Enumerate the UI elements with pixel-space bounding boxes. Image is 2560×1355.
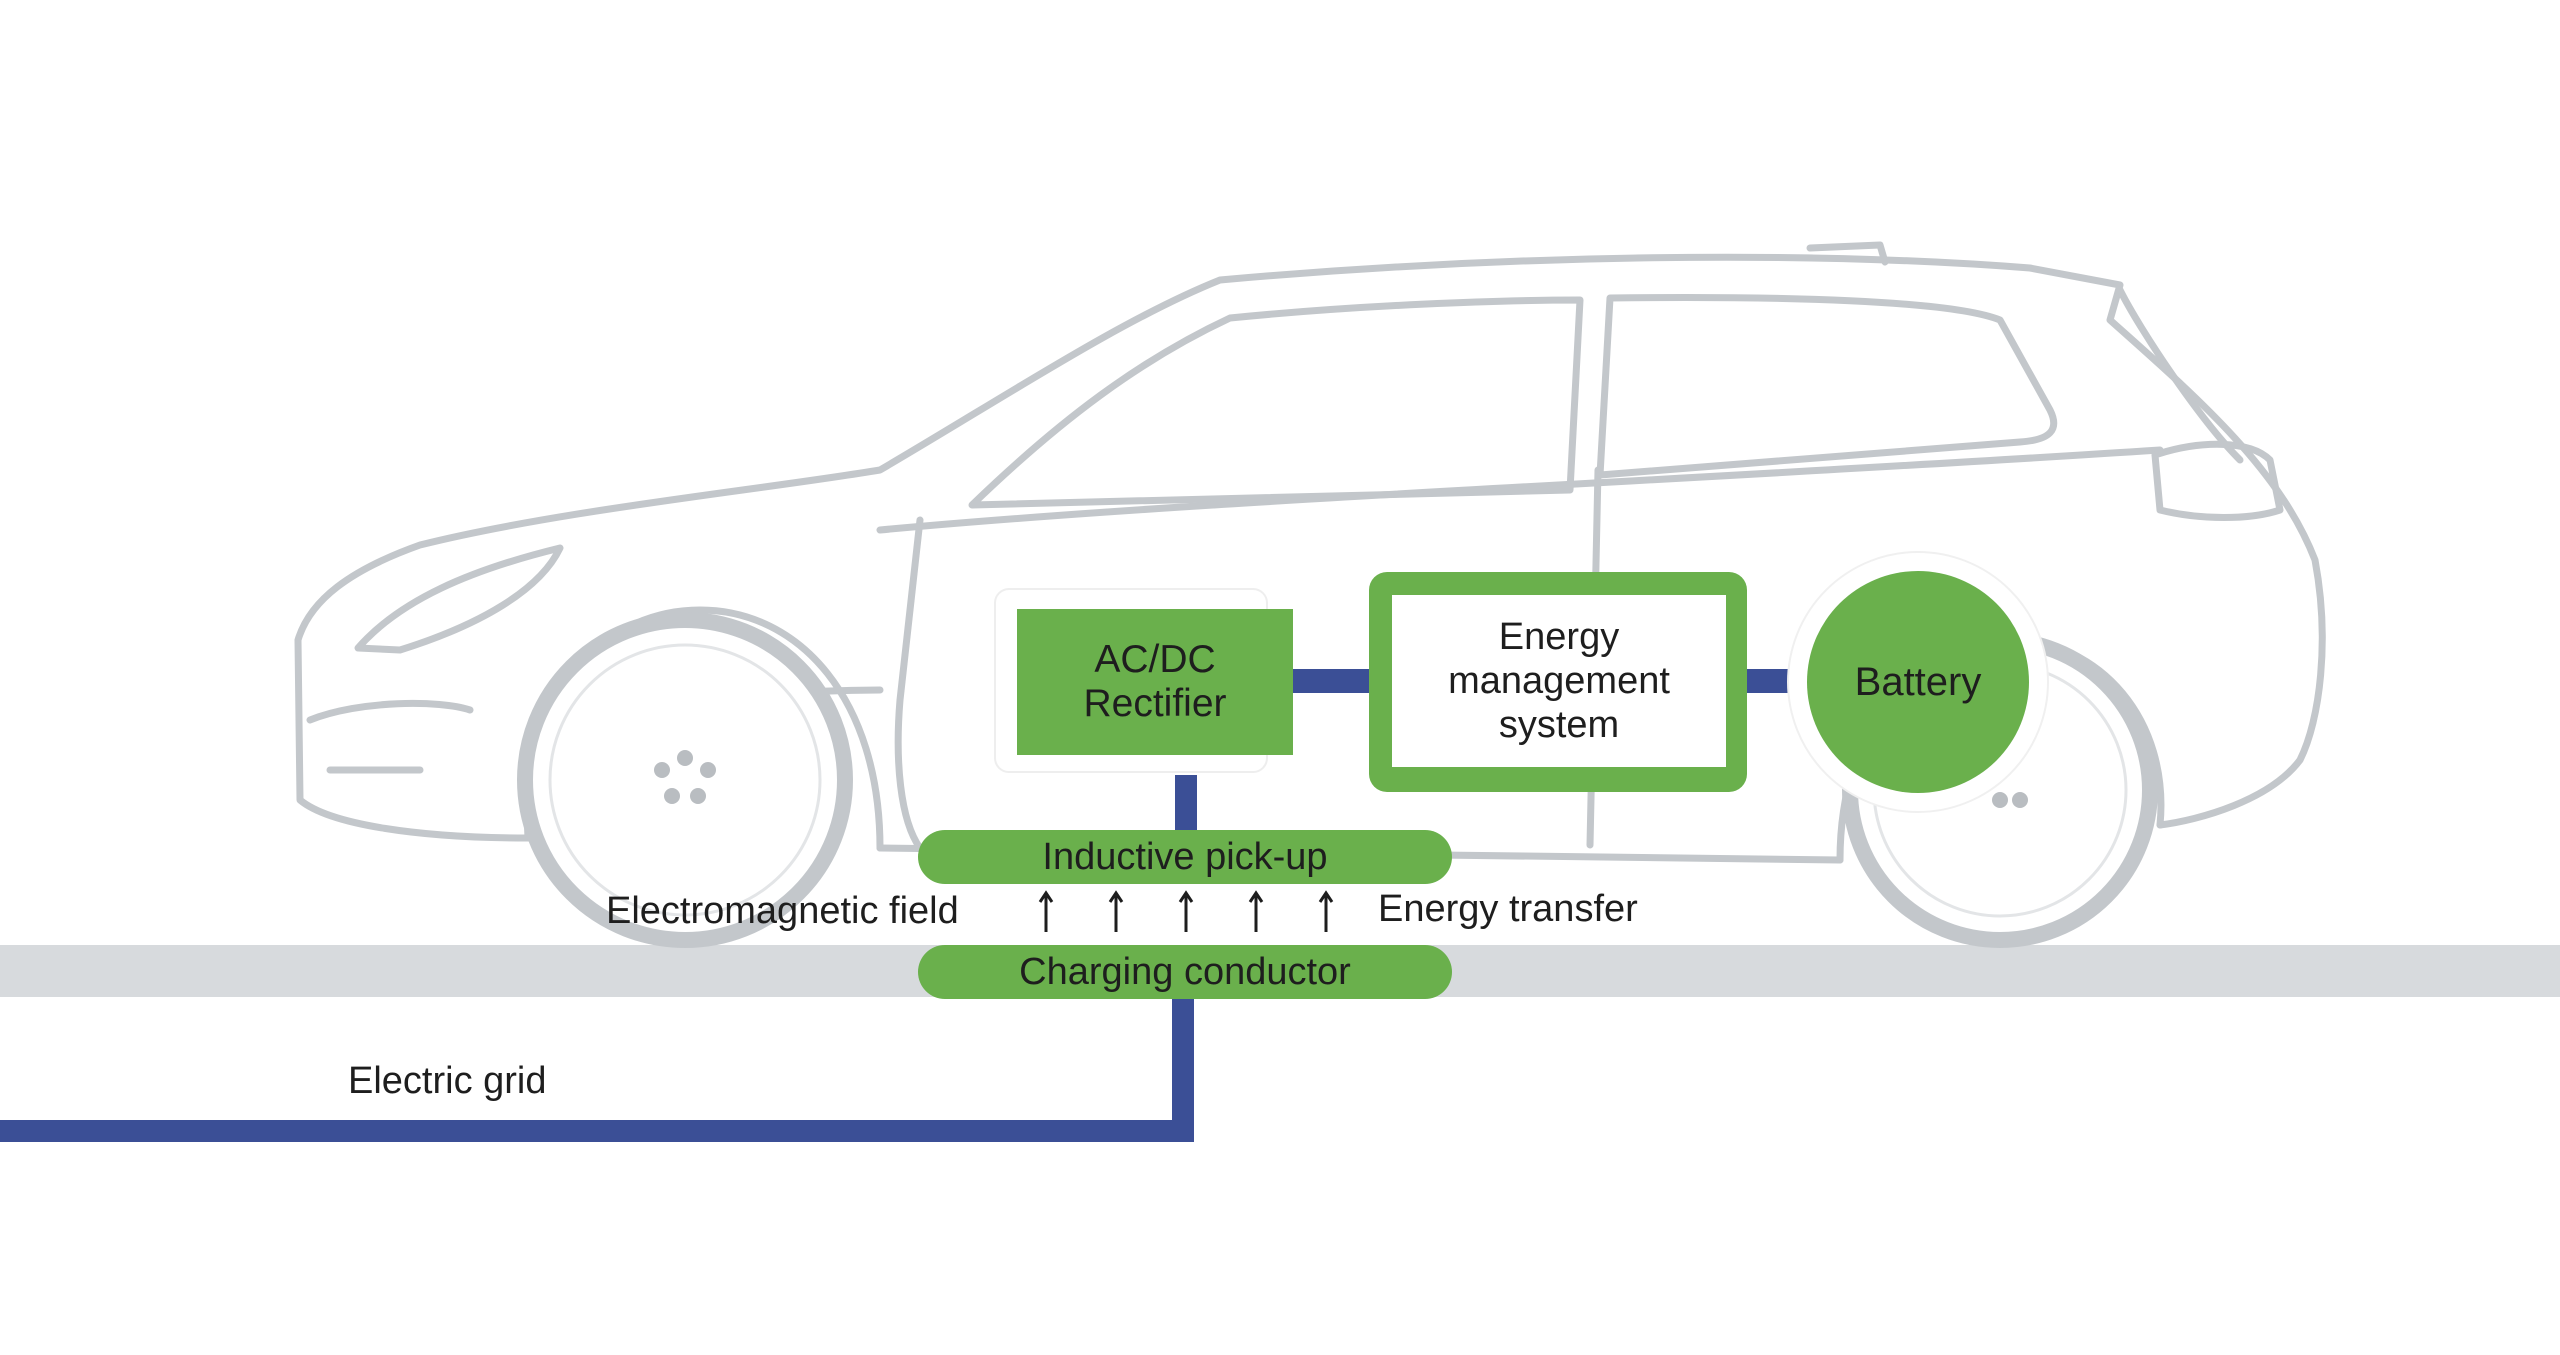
upward-arrow-icon — [1246, 890, 1266, 934]
charging-conductor-pill — [918, 945, 1452, 999]
electromagnetic-field-label: Electromagnetic field — [606, 890, 959, 932]
energy-transfer-label: Energy transfer — [1378, 888, 1638, 930]
rectifier-box — [994, 588, 1293, 773]
charging-conductor-label: Charging conductor — [1019, 950, 1351, 993]
upward-arrow-icon — [1036, 890, 1056, 934]
inductive-pickup-pill — [918, 830, 1452, 884]
upward-arrow-icon — [1316, 890, 1336, 934]
rectifier-label: AC/DC Rectifier — [1083, 638, 1227, 725]
upward-arrow-icon — [1106, 890, 1126, 934]
electric-grid-label: Electric grid — [348, 1060, 547, 1102]
energy-management-label: Energy management system — [1448, 616, 1670, 746]
upward-arrow-icon — [1176, 890, 1196, 934]
energy-management-box — [1369, 572, 1747, 792]
front-wheel — [517, 612, 853, 948]
battery-label: Battery — [1854, 659, 1982, 704]
inductive-pickup-label: Inductive pick-up — [1042, 835, 1328, 878]
battery-circle — [1787, 551, 2049, 813]
electric-grid-line — [0, 990, 1194, 1142]
